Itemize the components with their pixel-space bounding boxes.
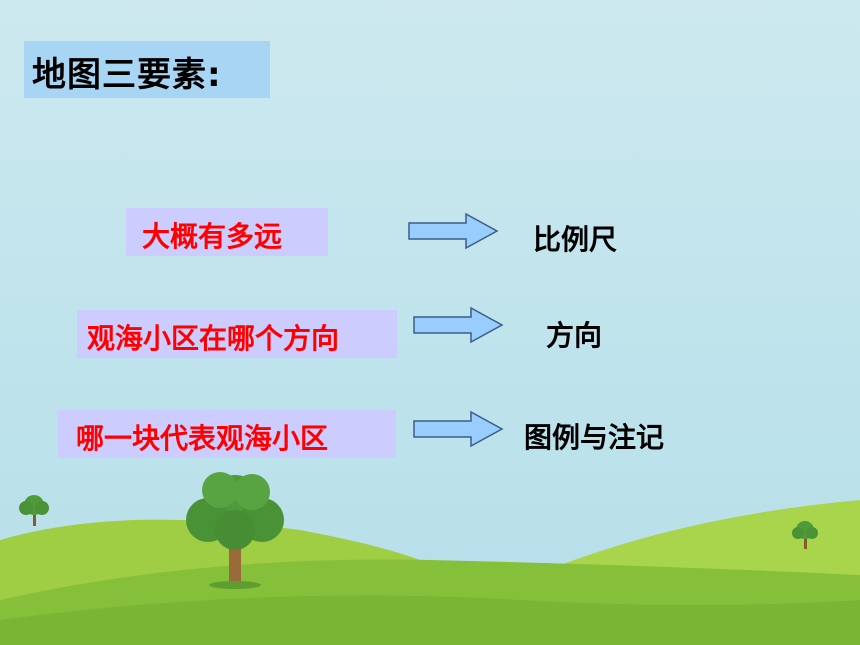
arrow-right-icon	[408, 212, 499, 250]
arrow-right-icon	[413, 306, 504, 344]
tree-icon	[186, 472, 284, 589]
tree-icon	[792, 521, 818, 549]
question-box-3: 哪一块代表观海小区	[58, 410, 396, 458]
arrow-right-icon	[413, 410, 504, 448]
question-text-1: 大概有多远	[142, 220, 283, 253]
answer-text-2: 方向	[546, 319, 603, 352]
answer-text-1: 比例尺	[533, 223, 618, 256]
question-text-2: 观海小区在哪个方向	[87, 322, 340, 355]
question-box-2: 观海小区在哪个方向	[77, 310, 397, 358]
page-title: 地图三要素:	[32, 55, 222, 95]
tree-icon	[19, 495, 49, 526]
question-box-1: 大概有多远	[126, 208, 328, 256]
title-box: 地图三要素:	[24, 41, 270, 98]
question-text-3: 哪一块代表观海小区	[76, 422, 329, 455]
answer-text-3: 图例与注记	[524, 421, 665, 454]
front-hill-shade	[0, 595, 860, 645]
